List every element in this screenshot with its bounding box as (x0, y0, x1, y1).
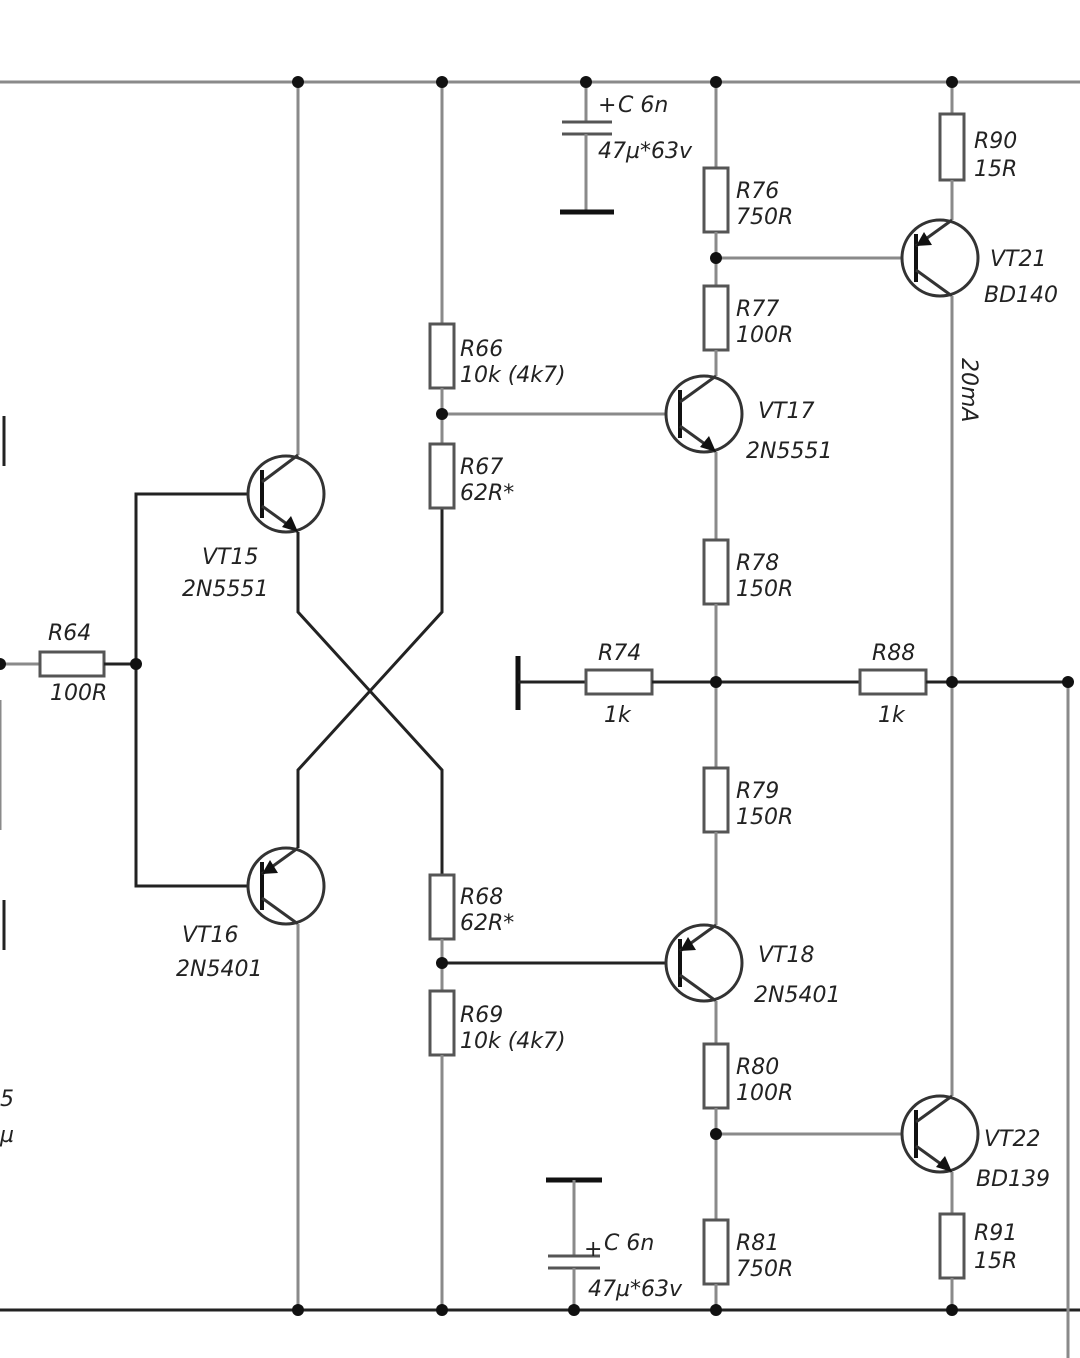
vt21-transistor (900, 218, 980, 298)
junction-dot (946, 76, 958, 88)
vt21-name: VT21 (990, 247, 1046, 272)
r66-resistor (428, 322, 456, 390)
r74-value: 1k (604, 703, 632, 728)
edge-label-bottom: µ (0, 1123, 14, 1148)
r79-name: R79 (736, 779, 779, 804)
edge-label-top: 5 (0, 1087, 14, 1112)
r81-value: 750R (736, 1257, 793, 1282)
vt22-part: BD139 (976, 1167, 1050, 1192)
r78-value: 150R (736, 577, 793, 602)
r78-resistor (702, 538, 730, 606)
vt16-name: VT16 (182, 923, 238, 948)
junction-dot (710, 1304, 722, 1316)
junction-dot (436, 76, 448, 88)
top-cap-plus: + (598, 93, 616, 118)
r91-value: 15R (974, 1249, 1017, 1274)
junction-dot (568, 1304, 580, 1316)
vt15-part: 2N5551 (182, 577, 268, 602)
junction-dot (436, 957, 448, 969)
vt16-transistor (246, 846, 326, 926)
r66-value: 10k (4k7) (460, 363, 566, 388)
junction-dot (946, 1304, 958, 1316)
r67-value: 62R* (460, 481, 514, 506)
junction-dot (580, 76, 592, 88)
junction-dot (946, 676, 958, 688)
r74-name: R74 (598, 641, 641, 666)
r80-name: R80 (736, 1055, 779, 1080)
junction-dot (710, 76, 722, 88)
junction-dot (710, 676, 722, 688)
bottom-cap-name: C 6n (604, 1231, 654, 1256)
cross-wire-a (296, 532, 444, 875)
junction-dot (710, 252, 722, 264)
junction-dot (710, 1128, 722, 1140)
junction-dot (292, 76, 304, 88)
vt22-name: VT22 (984, 1127, 1040, 1152)
r69-value: 10k (4k7) (460, 1029, 566, 1054)
r88-resistor (858, 668, 928, 696)
bottom-cap-plus: + (584, 1237, 602, 1262)
r69-name: R69 (460, 1003, 503, 1028)
junction-dot (1062, 676, 1074, 688)
r76-name: R76 (736, 179, 779, 204)
vt15-transistor (246, 453, 326, 534)
bottom-cap-value: 47µ*63v (588, 1277, 683, 1302)
r68-value: 62R* (460, 911, 514, 936)
r91-resistor (938, 1212, 966, 1280)
r76-resistor (702, 166, 730, 234)
vt16-part: 2N5401 (176, 957, 262, 982)
r68-name: R68 (460, 885, 503, 910)
junction-dot (130, 658, 142, 670)
r69-resistor (428, 989, 456, 1057)
r64-resistor (38, 650, 106, 678)
current-label: 20mA (956, 358, 981, 422)
r88-name: R88 (872, 641, 915, 666)
r80-resistor (702, 1042, 730, 1110)
top-cap-name: C 6n (618, 93, 668, 118)
top-cap-value: 47µ*63v (598, 139, 693, 164)
vt16-base-wire (134, 664, 250, 888)
r78-name: R78 (736, 551, 779, 576)
junction-dot (0, 658, 6, 670)
r64-name: R64 (48, 621, 91, 646)
vt17-name: VT17 (758, 399, 814, 424)
r68-resistor (428, 873, 456, 941)
r67-name: R67 (460, 455, 503, 480)
r77-value: 100R (736, 323, 793, 348)
r64-value: 100R (50, 681, 107, 706)
vt17-part: 2N5551 (746, 439, 832, 464)
cross-wire-b (296, 508, 444, 848)
bottom-capacitor (546, 1177, 602, 1310)
vt15-base-wire (134, 492, 250, 664)
junction-dot (436, 408, 448, 420)
r77-name: R77 (736, 297, 779, 322)
top-capacitor (560, 82, 614, 215)
vt15-name: VT15 (202, 545, 258, 570)
r81-resistor (702, 1218, 730, 1286)
vt18-part: 2N5401 (754, 983, 840, 1008)
r76-value: 750R (736, 205, 793, 230)
r88-value: 1k (878, 703, 906, 728)
r79-value: 150R (736, 805, 793, 830)
vt17-transistor (664, 374, 744, 454)
r91-name: R91 (974, 1221, 1017, 1246)
r67-resistor (428, 442, 456, 510)
junction-dot (436, 1304, 448, 1316)
r79-resistor (702, 766, 730, 834)
vt18-name: VT18 (758, 943, 814, 968)
junction-dot (292, 1304, 304, 1316)
r80-value: 100R (736, 1081, 793, 1106)
r66-name: R66 (460, 337, 503, 362)
r90-value: 15R (974, 157, 1017, 182)
vt21-part: BD140 (984, 283, 1058, 308)
r90-name: R90 (974, 129, 1017, 154)
vt22-transistor (900, 1094, 980, 1174)
r74-resistor (584, 668, 654, 696)
r81-name: R81 (736, 1231, 779, 1256)
vt18-transistor (664, 923, 744, 1003)
r77-resistor (702, 284, 730, 352)
r90-resistor (938, 112, 966, 182)
